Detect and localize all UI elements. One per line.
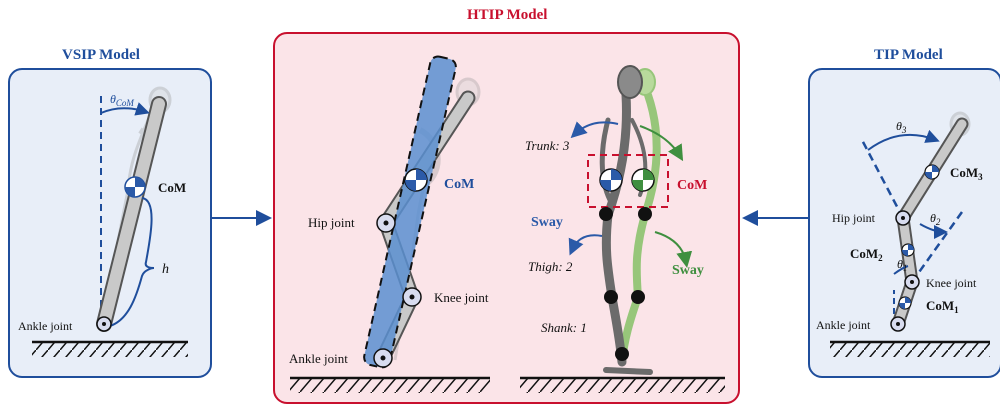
shank-label: Shank: 1 <box>541 320 587 335</box>
vsip-h-label: h <box>162 262 169 277</box>
trunk-sway-arrow-blue <box>575 122 618 134</box>
tip-ankle-label: Ankle joint <box>816 318 871 332</box>
knee-dot-gray <box>604 290 618 304</box>
htip-blue-com-marker <box>600 169 622 191</box>
vsip-com-marker <box>125 177 145 197</box>
theta3-arc <box>868 135 936 150</box>
tip-hip-label: Hip joint <box>832 211 876 225</box>
htip-left-com-marker <box>405 169 427 191</box>
htip-ankle-label: Ankle joint <box>289 351 348 366</box>
htip-skeleton-diagram: Trunk: 3 Thigh: 2 Shank: 1 CoM Sway Sway <box>520 66 725 393</box>
tip-ground-hatch <box>830 343 990 357</box>
sway-label-green: Sway <box>672 263 704 278</box>
tip-diagram: θ3 θ2 θ1 CoM3 CoM2 CoM1 Hip joint Knee j… <box>816 113 990 357</box>
htip-left-com-label: CoM <box>444 177 474 192</box>
hip-dot-green <box>638 207 652 221</box>
htip-right-com-label: CoM <box>677 178 707 193</box>
vsip-diagram: θCoM CoM h Ankle joint <box>18 88 188 357</box>
htip-right-ground-hatch <box>520 379 725 393</box>
hip-dot-gray <box>599 207 613 221</box>
tip-com1-marker <box>899 297 911 309</box>
theta2-label: θ2 <box>930 211 941 227</box>
knee-dot-green <box>631 290 645 304</box>
trunk-label: Trunk: 3 <box>525 138 570 153</box>
vsip-theta-arc <box>101 108 146 113</box>
sway-label-blue: Sway <box>531 215 563 230</box>
tip-com2-label: CoM2 <box>850 246 883 263</box>
htip-knee-label: Knee joint <box>434 290 489 305</box>
thigh-label: Thigh: 2 <box>528 259 573 274</box>
htip-left-ground-hatch <box>290 379 490 393</box>
tip-com3-marker <box>925 165 939 179</box>
tip-hip-reference <box>862 140 903 218</box>
htip-segment-diagram: CoM Hip joint Knee joint Ankle joint <box>289 55 490 393</box>
ankle-dot <box>615 347 629 361</box>
thigh-sway-arrow-blue <box>572 235 602 250</box>
htip-equivalent-pendulum <box>363 55 458 369</box>
thigh-sway-arrow-green <box>655 232 686 262</box>
vsip-com-label: CoM <box>158 180 186 195</box>
vsip-ankle-label: Ankle joint <box>18 319 73 333</box>
tip-com2-marker <box>902 244 914 256</box>
tip-knee-label: Knee joint <box>926 276 977 290</box>
vsip-theta-label: θCoM <box>110 92 134 108</box>
tip-com1-label: CoM1 <box>926 298 959 315</box>
vsip-ground-hatch <box>32 343 188 357</box>
htip-green-com-marker <box>632 169 654 191</box>
htip-hip-label: Hip joint <box>308 215 355 230</box>
theta3-label: θ3 <box>896 119 907 135</box>
tip-com3-label: CoM3 <box>950 165 983 182</box>
